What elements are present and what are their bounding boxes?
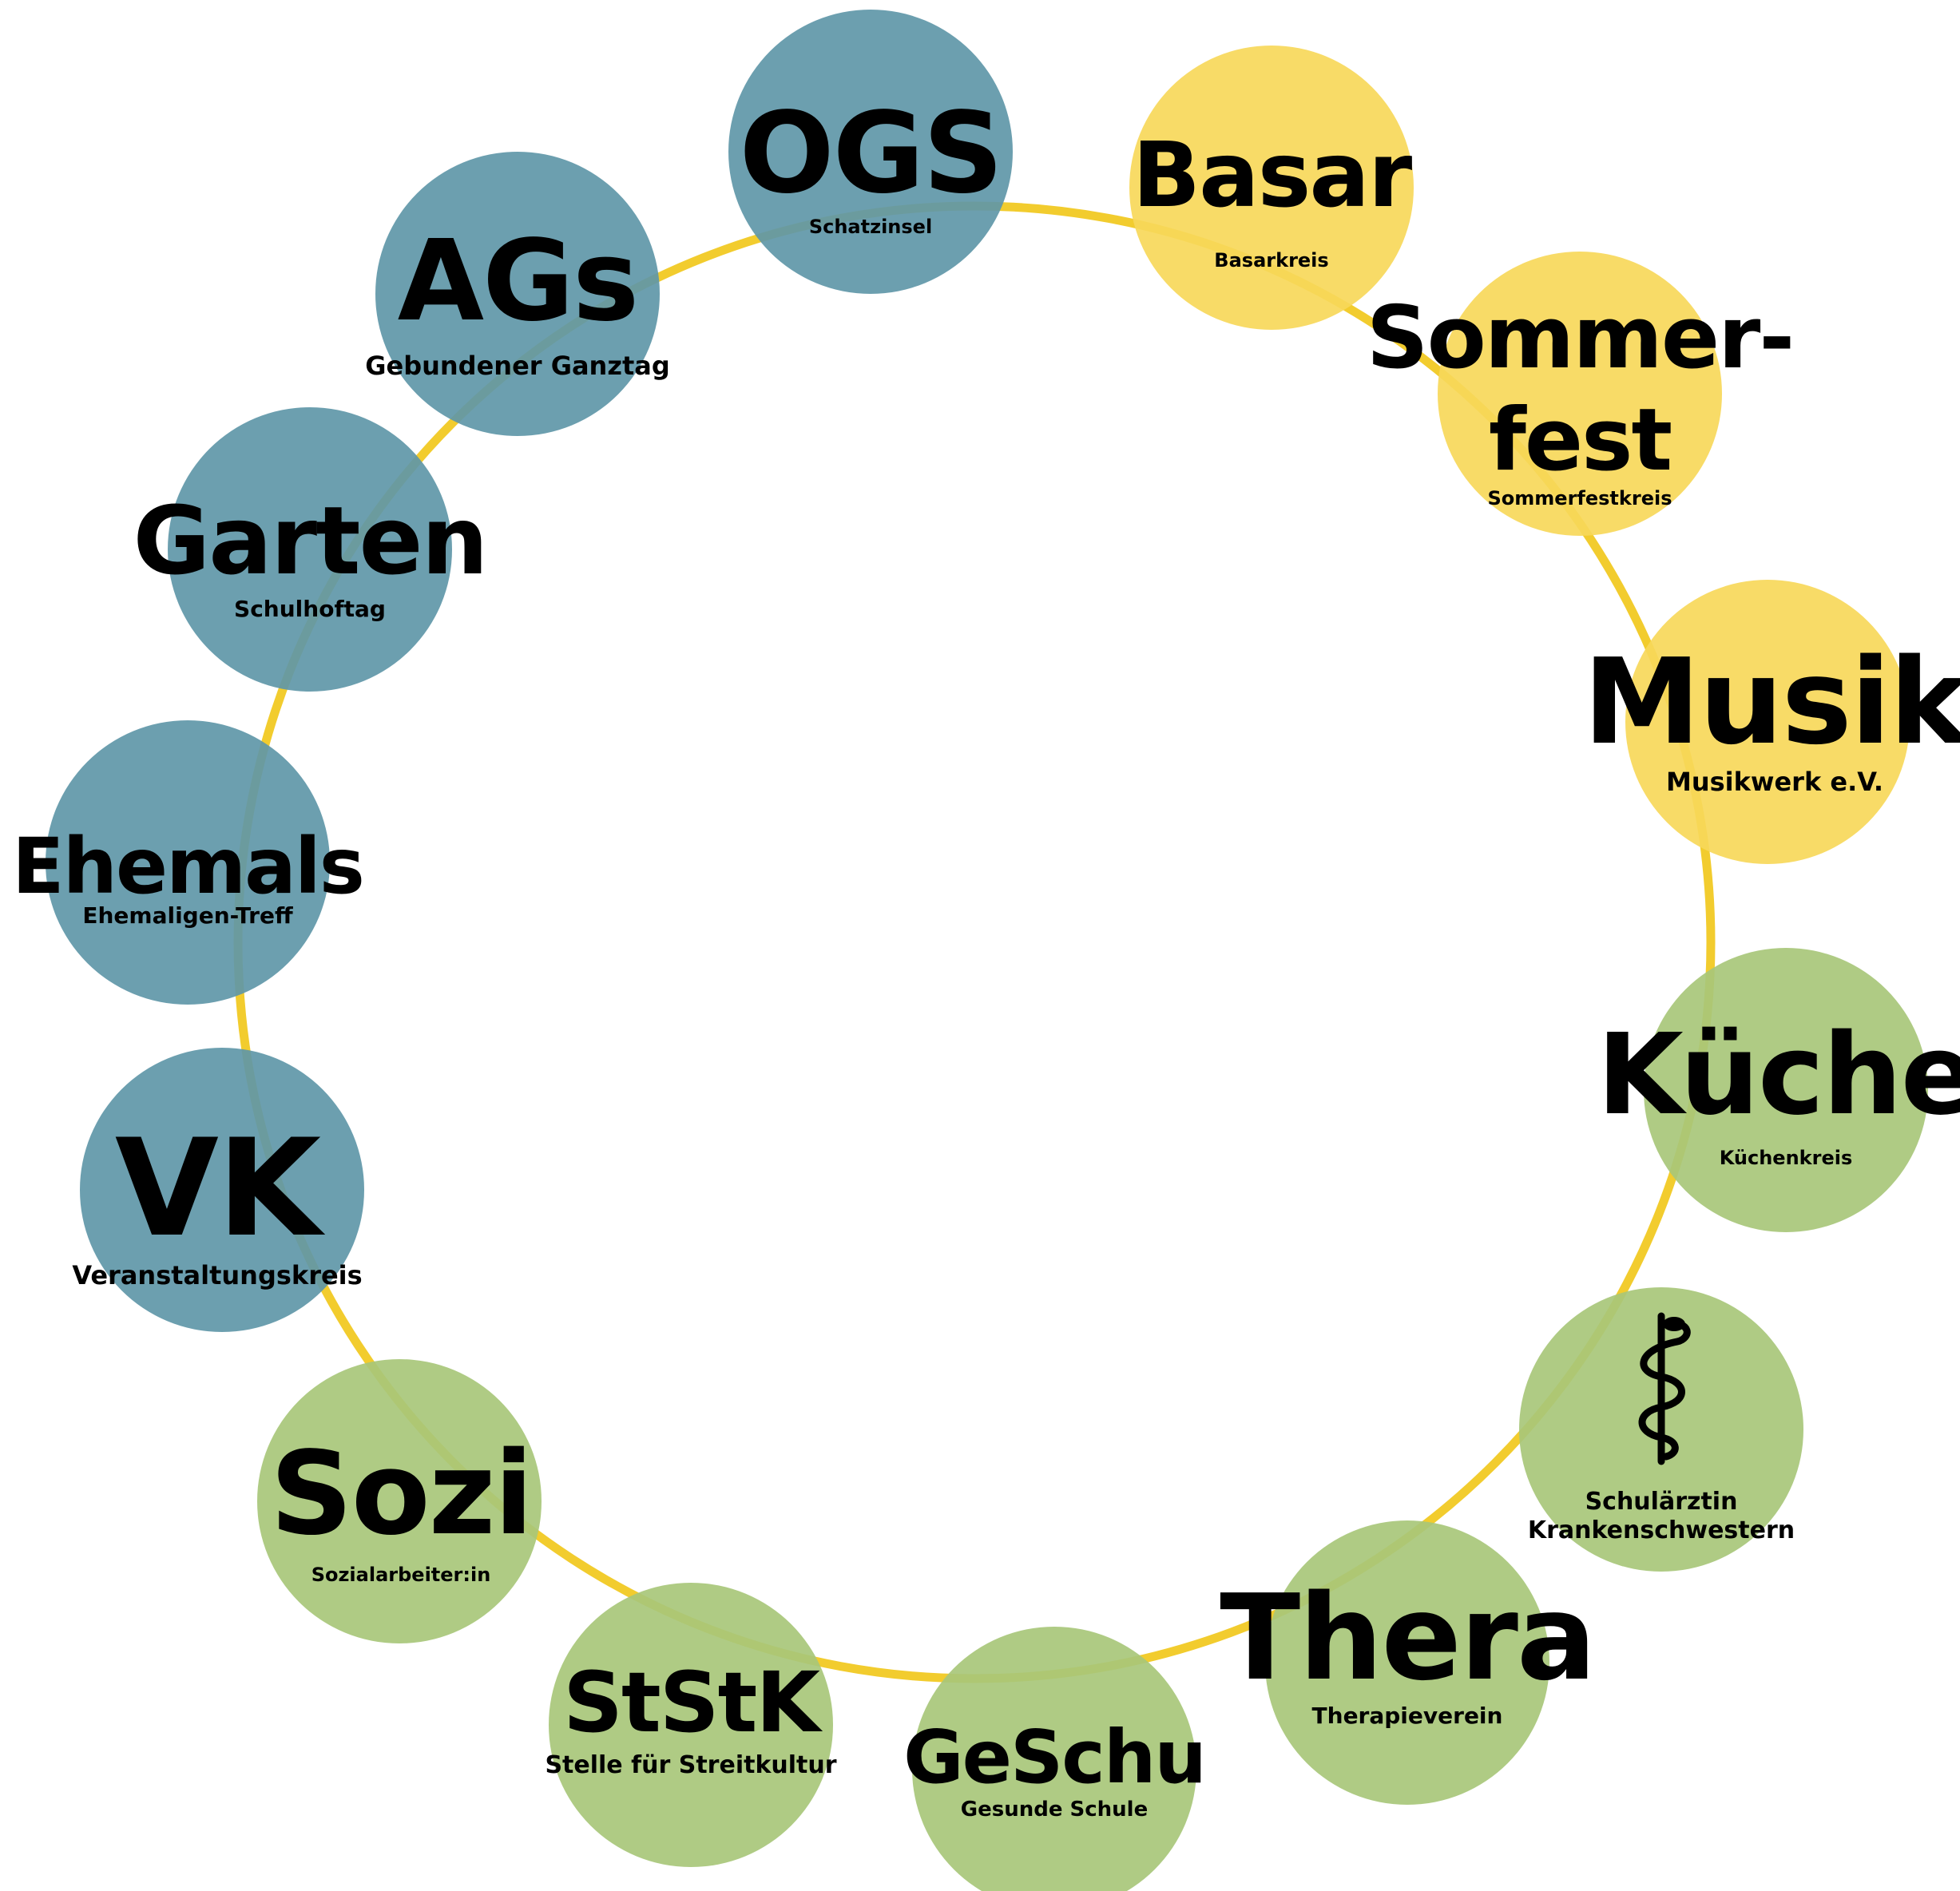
node-schularzt-subtitle-line2: Krankenschwestern — [1528, 1516, 1795, 1544]
node-kueche-circle — [1644, 948, 1928, 1232]
node-geschu-title: GeSchu — [903, 1715, 1205, 1800]
node-ags-subtitle: Gebundener Ganztag — [365, 351, 670, 381]
node-kueche-subtitle: Küchenkreis — [1720, 1147, 1853, 1169]
node-basar[interactable]: Basar Basarkreis — [1129, 46, 1414, 330]
node-geschu[interactable]: GeSchu Gesunde Schule — [903, 1627, 1207, 1891]
node-thera-circle — [1265, 1520, 1549, 1805]
node-geschu-circle — [912, 1627, 1196, 1891]
node-ststk-title: StStK — [563, 1654, 823, 1751]
node-sommerfest-title: Sommer- — [1367, 288, 1793, 388]
node-garten-title: Garten — [133, 486, 486, 596]
node-musik-subtitle: Musikwerk e.V. — [1666, 767, 1883, 797]
node-kueche-title: Küche — [1597, 1010, 1960, 1140]
node-sommerfest-title-line2: fest — [1489, 390, 1672, 490]
node-ags-title: AGs — [398, 216, 638, 347]
node-basar-title: Basar — [1133, 124, 1412, 228]
node-ogs[interactable]: OGS Schatzinsel — [728, 10, 1013, 294]
node-sozi-title: Sozi — [270, 1426, 532, 1560]
node-ehemals-circle — [46, 720, 330, 1005]
node-vk-title: VK — [115, 1110, 326, 1267]
node-ags[interactable]: AGs Gebundener Ganztag — [365, 152, 670, 436]
node-sommerfest-subtitle: Sommerfestkreis — [1488, 487, 1672, 509]
node-sommerfest-circle — [1438, 252, 1722, 536]
node-basar-subtitle: Basarkreis — [1214, 249, 1328, 272]
node-ststk[interactable]: StStK Stelle für Streitkultur — [545, 1583, 837, 1867]
node-kueche[interactable]: Küche Küchenkreis — [1597, 948, 1960, 1232]
node-musik-circle — [1625, 580, 1910, 864]
node-ogs-subtitle: Schatzinsel — [809, 216, 932, 238]
node-sommerfest[interactable]: Sommer- fest Sommerfestkreis — [1367, 252, 1795, 536]
node-ehemals[interactable]: Ehemals Ehemaligen-Treff — [12, 720, 365, 1005]
caduceus-icon — [1638, 1312, 1691, 1465]
node-schularzt[interactable]: Schulärztin Krankenschwestern — [1519, 1287, 1803, 1572]
node-musik-title: Musik — [1583, 633, 1960, 771]
node-ehemals-title: Ehemals — [12, 822, 363, 911]
node-ags-circle — [375, 152, 660, 436]
node-thera[interactable]: Thera Therapieverein — [1220, 1520, 1597, 1805]
node-sozi-circle — [257, 1359, 542, 1643]
node-sozi[interactable]: Sozi Sozialarbeiter:in — [257, 1359, 542, 1643]
node-garten-circle — [168, 407, 452, 692]
node-thera-subtitle: Therapieverein — [1312, 1703, 1503, 1729]
node-vk-subtitle: Veranstaltungskreis — [72, 1260, 362, 1290]
node-ehemals-subtitle: Ehemaligen-Treff — [82, 902, 293, 929]
node-vk[interactable]: VK Veranstaltungskreis — [72, 1048, 364, 1332]
node-ogs-circle — [728, 10, 1013, 294]
node-ststk-subtitle: Stelle für Streitkultur — [545, 1751, 836, 1779]
node-basar-circle — [1129, 46, 1414, 330]
node-sozi-subtitle: Sozialarbeiter:in — [311, 1564, 491, 1586]
node-vk-circle — [80, 1048, 364, 1332]
node-garten[interactable]: Garten Schulhoftag — [133, 407, 489, 692]
node-geschu-subtitle: Gesunde Schule — [961, 1798, 1148, 1822]
node-musik[interactable]: Musik Musikwerk e.V. — [1583, 580, 1960, 864]
node-ogs-title: OGS — [740, 89, 1002, 219]
node-garten-subtitle: Schulhoftag — [234, 596, 386, 622]
node-schularzt-subtitle: Schulärztin — [1585, 1488, 1738, 1516]
node-thera-title: Thera — [1220, 1569, 1595, 1707]
node-ststk-circle — [549, 1583, 833, 1867]
